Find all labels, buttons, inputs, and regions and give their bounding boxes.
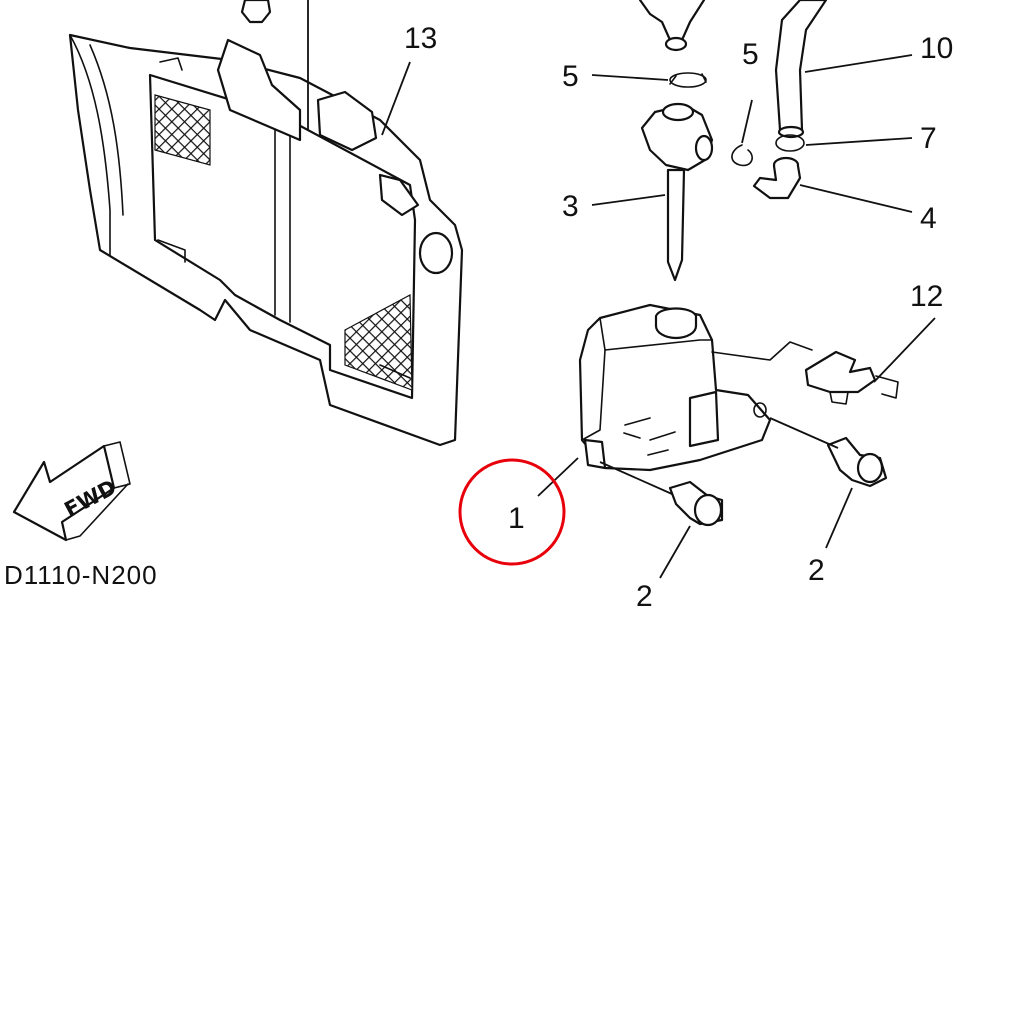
- hose-holder-bracket: [804, 317, 936, 405]
- callout-13: 13: [404, 22, 437, 55]
- callout-2-left: 2: [636, 580, 653, 613]
- top-bolt: [240, 0, 309, 130]
- hose-clip-right: [731, 99, 753, 167]
- hose-clip-left: [591, 72, 707, 88]
- bolt-left: [599, 461, 724, 579]
- upper-fitting: [638, 0, 706, 52]
- callout-1: 1: [508, 502, 525, 535]
- callout-5-right: 5: [742, 38, 759, 71]
- callout-12: 12: [910, 280, 943, 313]
- callout-7: 7: [920, 122, 937, 155]
- callout-4: 4: [920, 202, 937, 235]
- filler-pipe: [591, 102, 714, 282]
- callout-3: 3: [562, 190, 579, 223]
- coolant-reservoir-tank: [578, 303, 813, 472]
- radiator-shroud: [68, 33, 464, 447]
- fwd-arrow-icon: FWD: [12, 441, 131, 542]
- callout-2-right: 2: [808, 554, 825, 587]
- diagram-code: D1110-N200: [4, 560, 158, 590]
- hose-clamp: [775, 134, 913, 152]
- callout-10: 10: [920, 32, 953, 65]
- breather-hose: [774, 0, 913, 139]
- bolt-right: [769, 417, 888, 549]
- callout-5-left: 5: [562, 60, 579, 93]
- highlight-circle: [458, 458, 566, 566]
- hose-fitting: [752, 156, 913, 213]
